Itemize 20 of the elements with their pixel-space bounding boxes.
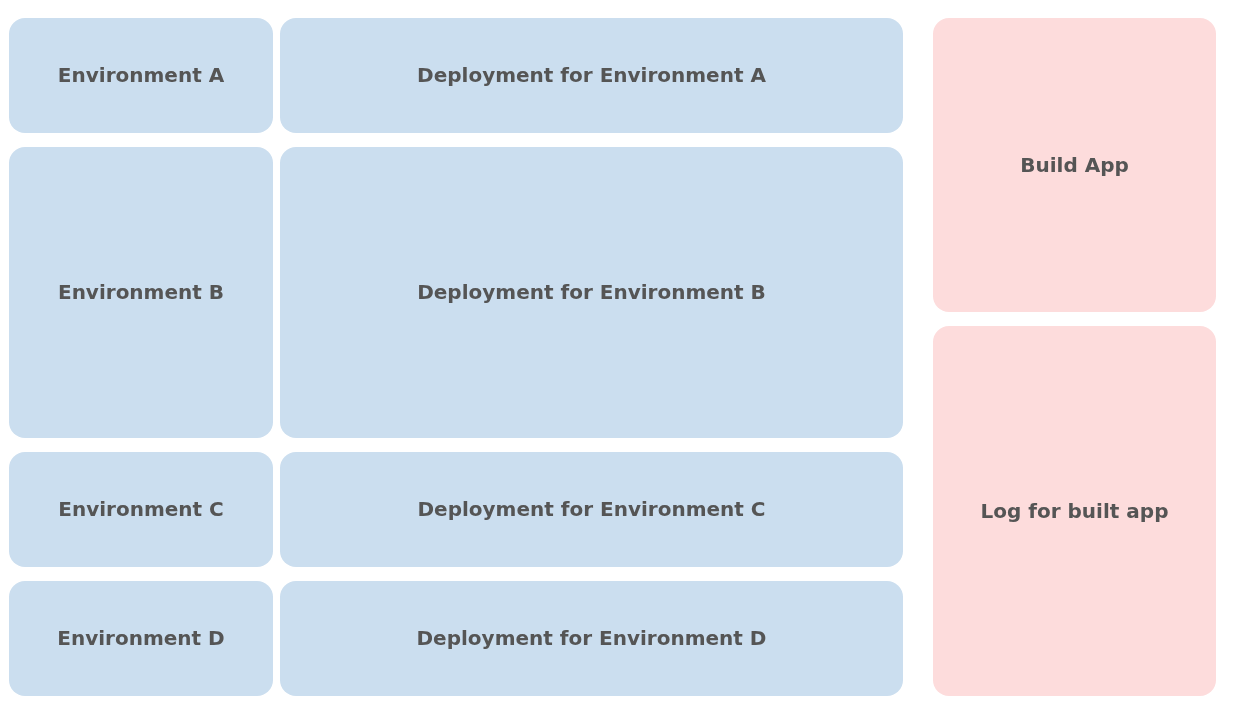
- box-label: Deployment for Environment A: [417, 63, 766, 88]
- deployment-box: [280, 581, 903, 696]
- box-label: Environment D: [57, 626, 225, 651]
- build-box: [933, 18, 1216, 312]
- box-label: Build App: [1020, 152, 1129, 178]
- box-label: Deployment for Environment C: [417, 497, 766, 522]
- environment-box: [9, 147, 273, 438]
- environment-box: [9, 581, 273, 696]
- box-label: Deployment for Environment B: [417, 280, 766, 305]
- environment-box: [9, 452, 273, 567]
- box-label: Log for built app: [980, 498, 1169, 524]
- deployment-box: [280, 147, 903, 438]
- box-label: Deployment for Environment D: [416, 626, 767, 651]
- box-label: Environment A: [57, 63, 225, 88]
- deployment-box: [280, 452, 903, 567]
- box-label: Environment B: [57, 280, 224, 305]
- deployment-box: [280, 18, 903, 133]
- box-label: Environment C: [58, 497, 224, 522]
- log-box: [933, 326, 1216, 696]
- environment-box: [9, 18, 273, 133]
